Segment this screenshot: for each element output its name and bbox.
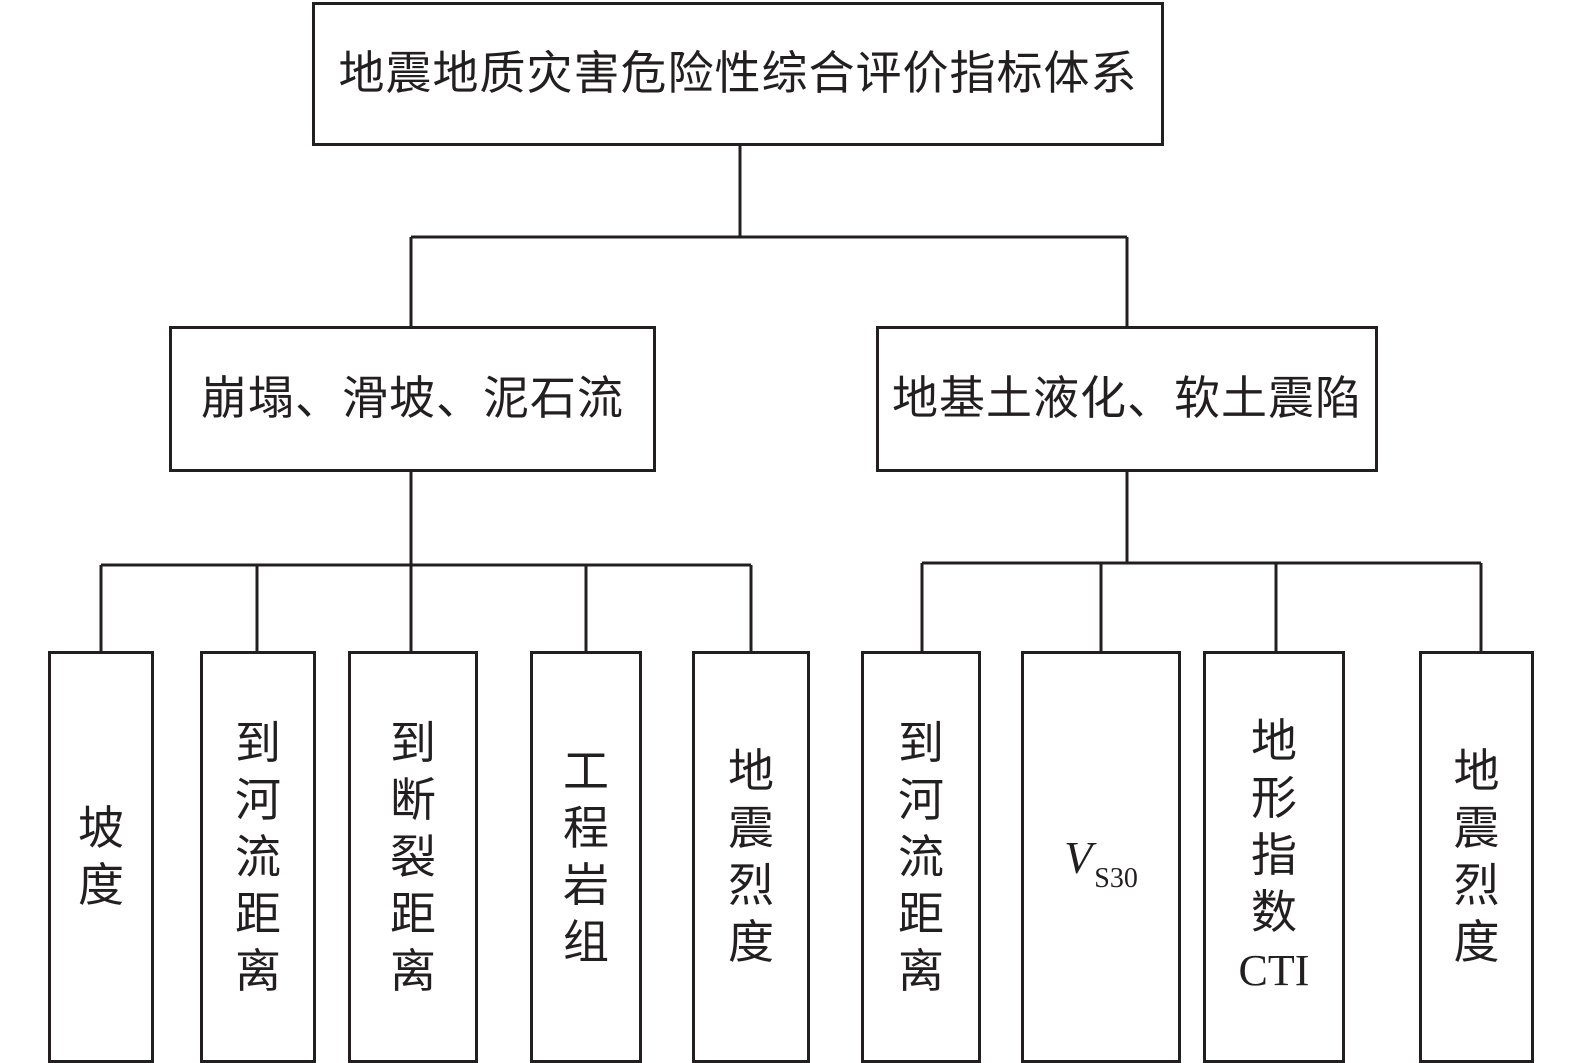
indicator-char: 地	[728, 744, 774, 798]
indicator-engineering-rock-group: 工 程 岩 组	[530, 651, 642, 1063]
vs30-symbol: V	[1064, 831, 1093, 883]
indicator-terrain-index-cti: 地 形 指 数 CTI	[1203, 651, 1345, 1063]
branch-node-collapse-landslide-debris-flow: 崩塌、滑坡、泥石流	[169, 326, 656, 472]
indicator-char: 流	[235, 829, 281, 884]
indicator-char: 岩	[563, 858, 609, 912]
indicator-char: 距	[898, 886, 944, 941]
indicator-char: 距	[235, 886, 281, 941]
indicator-char: 震	[1453, 801, 1500, 855]
indicator-char: 河	[235, 772, 281, 827]
indicator-char: 离	[235, 943, 281, 998]
indicator-char: 河	[898, 772, 944, 827]
vs30-subscript: S30	[1094, 862, 1138, 894]
indicator-seismic-intensity: 地 震 烈 度	[692, 651, 810, 1063]
indicator-char: 离	[898, 943, 944, 998]
branch-label: 地基土液化、软土震陷	[892, 371, 1362, 426]
indicator-char: 地	[1251, 714, 1297, 768]
indicator-char: 到	[235, 715, 281, 770]
indicator-char: 裂	[390, 829, 436, 884]
indicator-char: 到	[390, 715, 436, 770]
cti-label: CTI	[1238, 946, 1310, 995]
indicator-char: 离	[390, 943, 436, 998]
indicator-char: 度	[78, 858, 124, 912]
indicator-char: 烈	[728, 858, 774, 912]
indicator-char: 度	[728, 915, 774, 969]
indicator-char: 坡	[78, 801, 124, 855]
vs30-label: VS30	[1064, 831, 1138, 894]
indicator-char: 到	[898, 715, 944, 770]
indicator-char: 工	[563, 744, 609, 798]
indicator-distance-to-fault: 到 断 裂 距 离	[348, 651, 478, 1063]
indicator-slope: 坡 度	[48, 651, 154, 1063]
branch-node-liquefaction-soft-soil: 地基土液化、软土震陷	[876, 326, 1378, 472]
branch-label: 崩塌、滑坡、泥石流	[201, 371, 624, 426]
indicator-seismic-intensity: 地 震 烈 度	[1419, 651, 1534, 1063]
indicator-char: 流	[898, 829, 944, 884]
indicator-char: 震	[728, 801, 774, 855]
indicator-char: 烈	[1453, 858, 1500, 912]
indicator-char: 组	[563, 915, 609, 969]
indicator-char: 形	[1251, 771, 1297, 825]
indicator-char: 距	[390, 886, 436, 941]
indicator-char: 断	[390, 772, 436, 827]
indicator-char: 数	[1251, 885, 1297, 939]
indicator-distance-to-river: 到 河 流 距 离	[861, 651, 981, 1063]
root-title: 地震地质灾害危险性综合评价指标体系	[338, 46, 1138, 101]
indicator-distance-to-river: 到 河 流 距 离	[200, 651, 316, 1063]
indicator-vs30: VS30	[1021, 651, 1181, 1063]
indicator-char: 程	[563, 801, 609, 855]
indicator-char: 指	[1251, 828, 1297, 882]
indicator-char: 度	[1453, 915, 1500, 969]
root-node: 地震地质灾害危险性综合评价指标体系	[312, 2, 1164, 146]
indicator-char: 地	[1453, 744, 1500, 798]
